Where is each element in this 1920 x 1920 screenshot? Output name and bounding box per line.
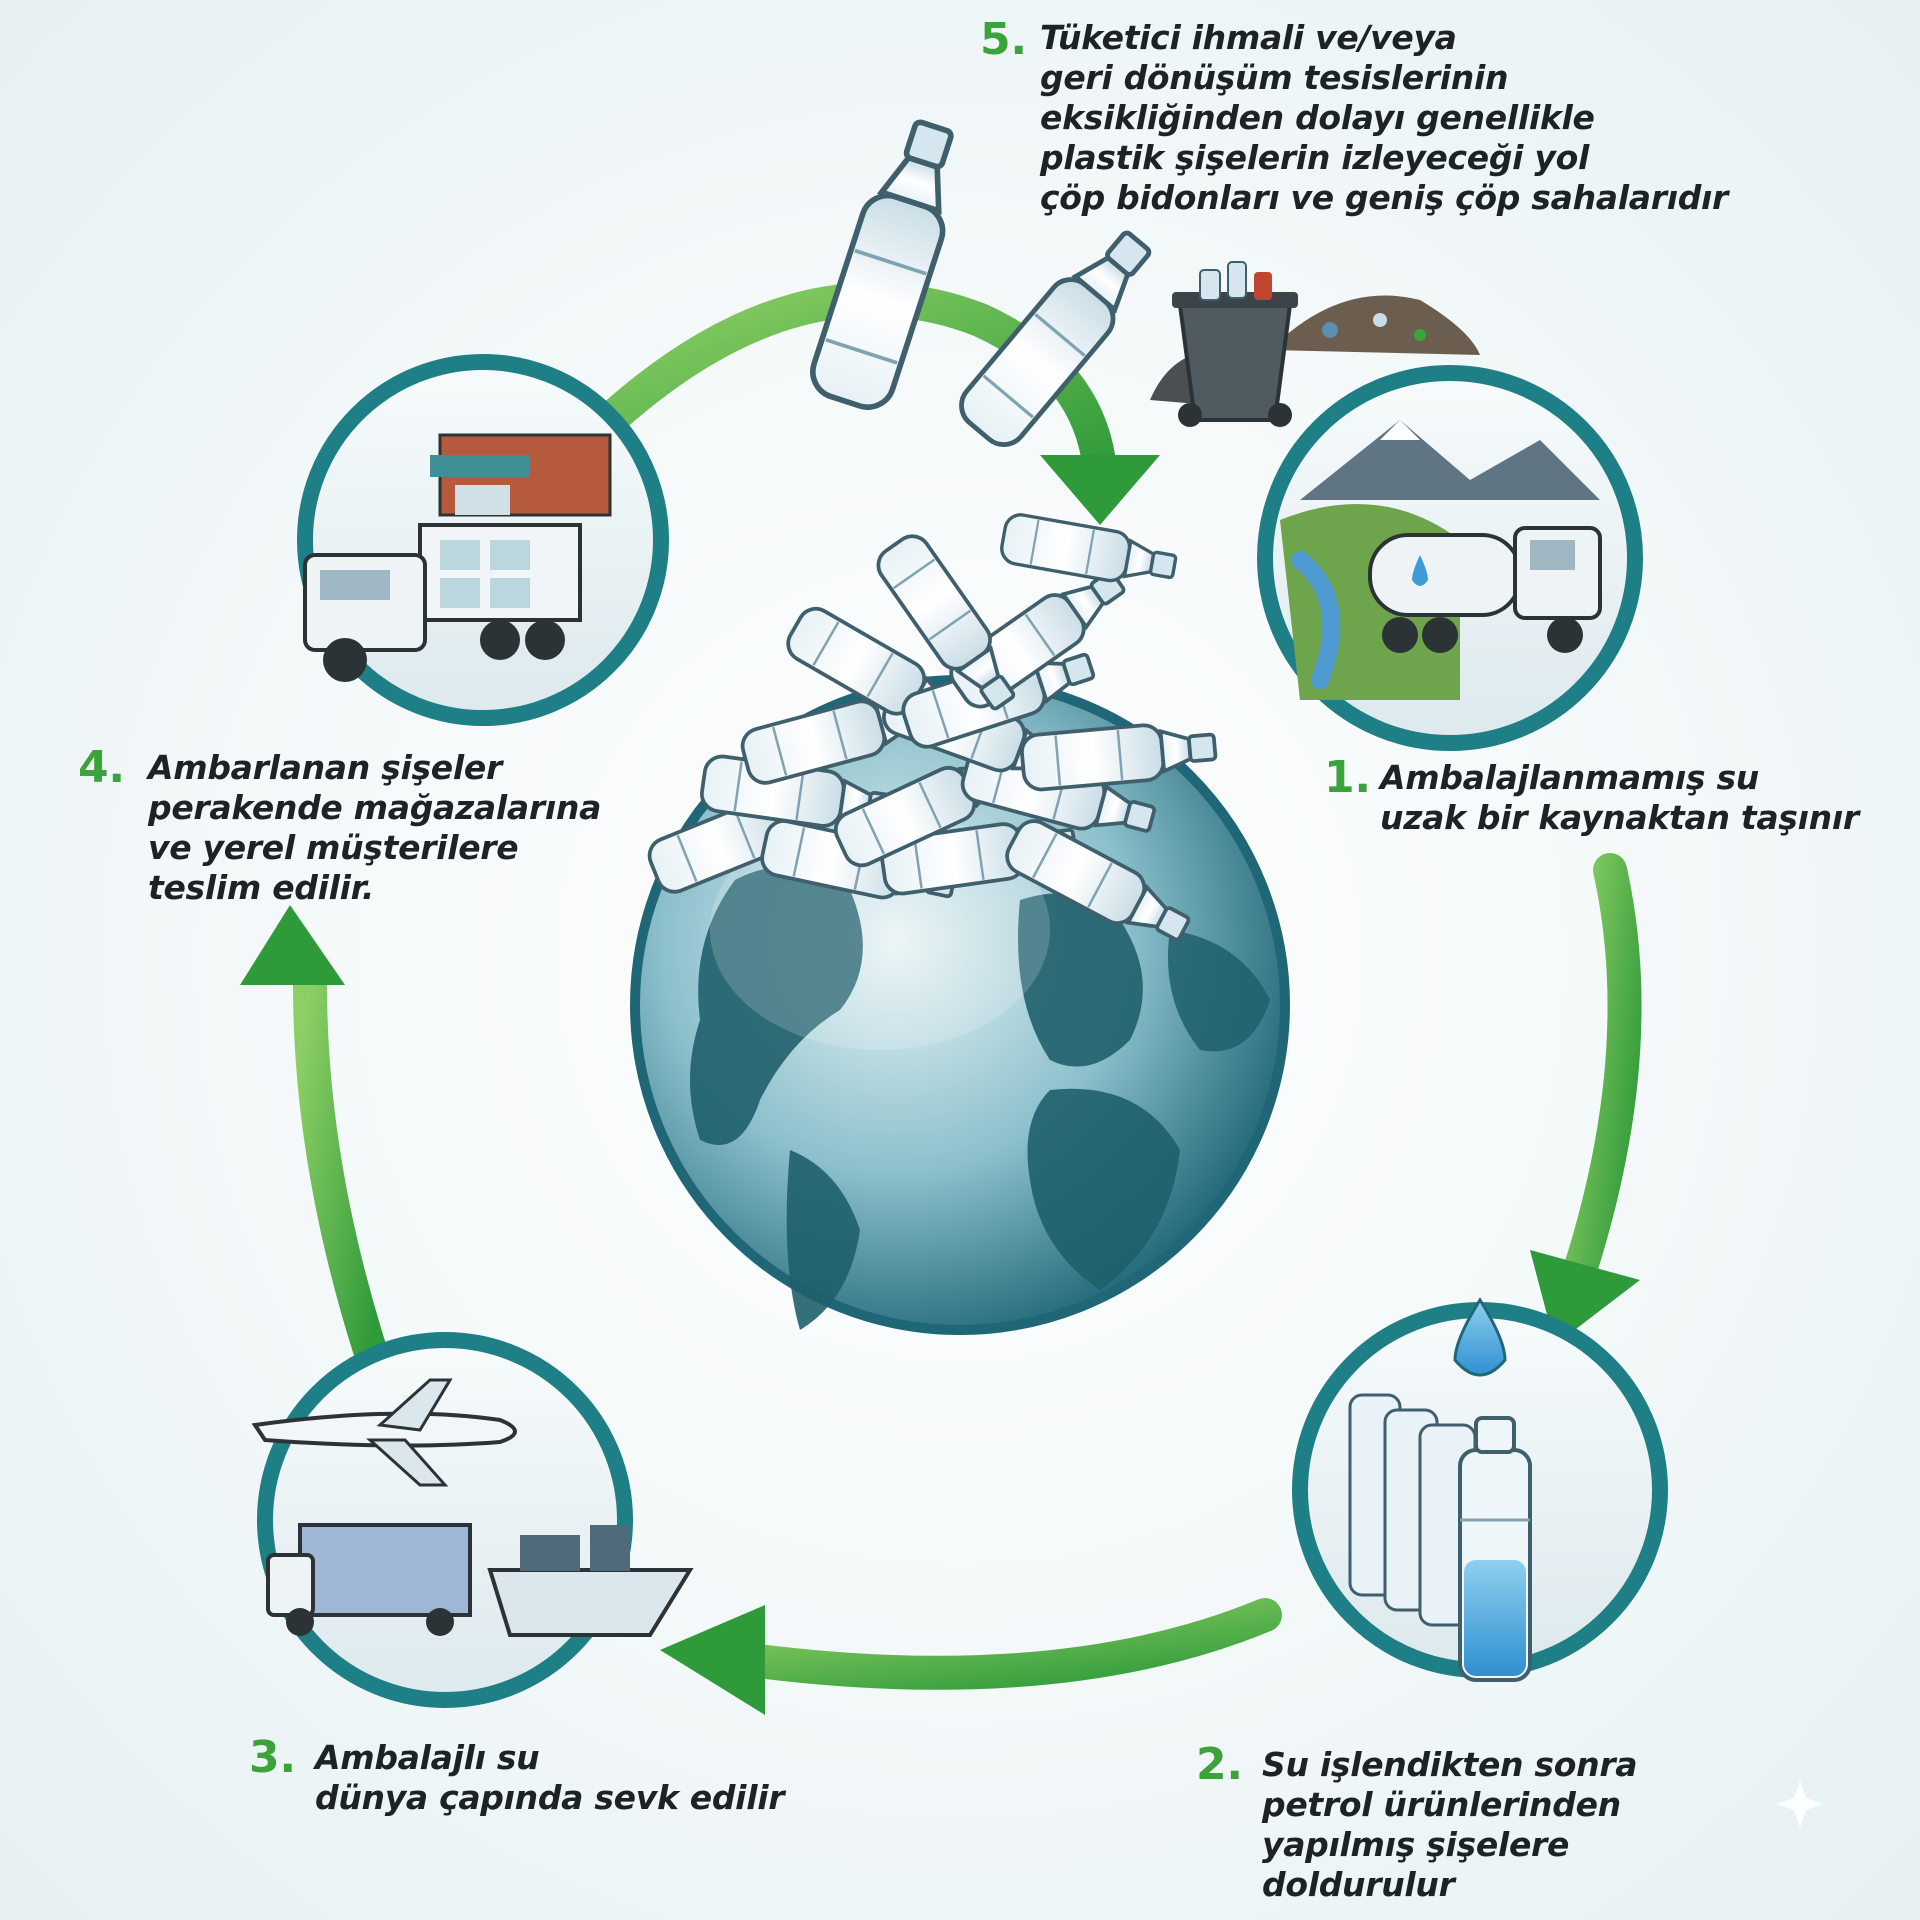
step-1-text: 1. Ambalajlanmamış su uzak bir kaynaktan… <box>1324 756 1859 838</box>
step-2-circle <box>1292 1297 1668 1682</box>
step-line: eksikliğinden dolayı genellikle <box>1040 98 1595 137</box>
step-line: Tüketici ihmali ve/veya <box>1040 18 1457 57</box>
arrow-bottom-head-icon <box>660 1605 765 1715</box>
step-number: 4. <box>78 742 125 793</box>
step-line: teslim edilir. <box>148 868 375 907</box>
step-5-text: 5. Tüketici ihmali ve/veya geri dönüşüm … <box>980 18 1729 218</box>
arrow-top-head-icon <box>1040 455 1160 525</box>
step-line: petrol ürünlerinden <box>1262 1785 1621 1824</box>
water-source-truck-icon <box>1280 420 1602 700</box>
arrow-right-icon <box>1563 853 1642 1287</box>
step-line: Su işlendikten sonra <box>1262 1745 1638 1784</box>
arrow-bottom-icon <box>733 1598 1282 1690</box>
step-2-text: 2. Su işlendikten sonra petrol ürünlerin… <box>1196 1743 1638 1905</box>
store-delivery-truck-icon <box>303 433 612 682</box>
step-number: 5. <box>980 14 1027 65</box>
step-3-circle <box>251 1332 694 1708</box>
step-number: 2. <box>1196 1739 1243 1790</box>
trash-can-landfill-icon <box>1150 261 1480 427</box>
step-1-circle <box>1257 365 1643 751</box>
step-3-text: 3. Ambalajlı su dünya çapında sevk edili… <box>249 1736 785 1818</box>
step-line: perakende mağazalarına <box>148 788 602 827</box>
sparkle-icon <box>1776 1780 1824 1828</box>
step-line: Ambalajlanmamış su <box>1380 758 1759 797</box>
step-line: yapılmış şişelere <box>1262 1825 1570 1864</box>
step-4-circle <box>297 354 669 726</box>
step-line: ve yerel müşterilere <box>148 828 519 867</box>
step-line: Ambalajlı su <box>315 1738 540 1777</box>
arrow-left-icon <box>293 968 387 1367</box>
step-line: çöp bidonları ve geniş çöp sahalarıdır <box>1040 178 1729 217</box>
step-line: geri dönüşüm tesislerinin <box>1040 58 1509 97</box>
cycle-arrows <box>240 282 1642 1715</box>
step-number: 3. <box>249 1732 296 1783</box>
step-line: plastik şişelerin izleyeceği yol <box>1040 138 1589 177</box>
step-number: 1. <box>1324 752 1371 803</box>
step-line: dünya çapında sevk edilir <box>315 1778 785 1817</box>
shipping-plane-truck-ship-icon <box>251 1378 694 1637</box>
step-line: doldurulur <box>1262 1865 1455 1904</box>
filled-bottles-icon <box>1348 1297 1532 1682</box>
step-line: Ambarlanan şişeler <box>148 748 502 787</box>
step-line: uzak bir kaynaktan taşınır <box>1380 798 1859 837</box>
arrow-left-head-icon <box>240 905 345 985</box>
step-4-text: 4. Ambarlanan şişeler perakende mağazala… <box>78 746 602 908</box>
arrow-top-icon <box>595 282 1117 487</box>
